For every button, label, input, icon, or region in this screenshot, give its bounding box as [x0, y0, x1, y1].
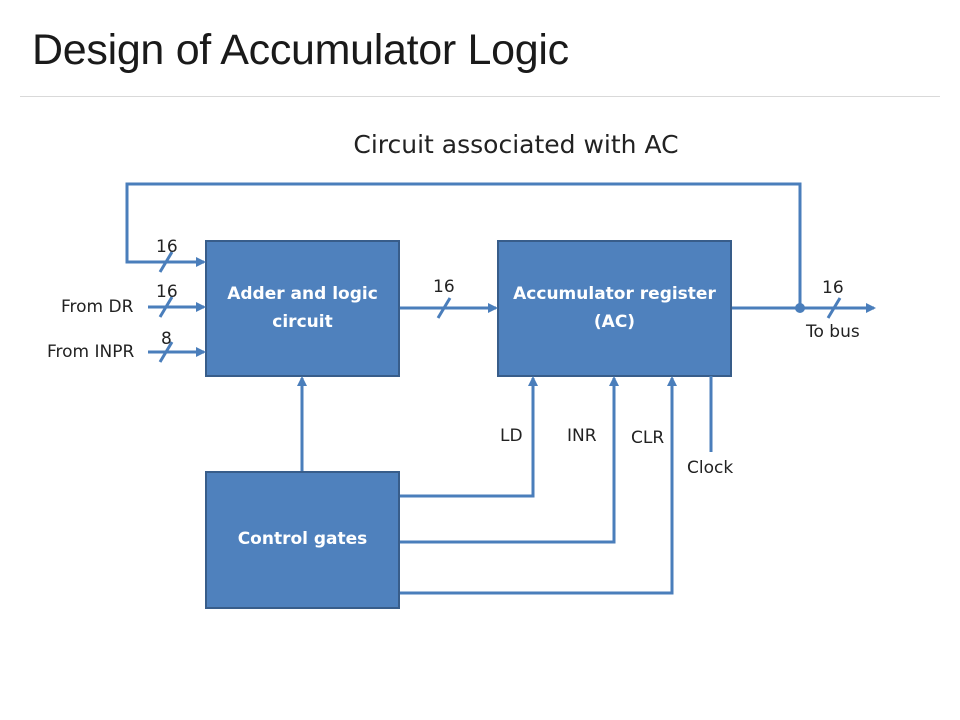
slide-title: Design of Accumulator Logic	[32, 26, 569, 74]
dr-width-label: 16	[156, 282, 178, 302]
adder-logic-block	[205, 240, 400, 377]
clock-label: Clock	[687, 458, 734, 478]
adder-ac-width-slash	[436, 297, 452, 319]
from-dr-label: From DR	[61, 297, 134, 317]
ac-bus-width-label: 16	[822, 278, 844, 298]
adder-ac-width-label: 16	[433, 277, 455, 297]
inr-label: INR	[567, 426, 597, 446]
dr-width-slash	[158, 296, 174, 318]
diagram-subtitle: Circuit associated with AC	[353, 130, 679, 159]
ac-bus-width-slash	[826, 297, 842, 319]
feedback-width-label: 16	[156, 237, 178, 257]
ld-label: LD	[500, 426, 523, 446]
clr-signal-wire	[400, 376, 677, 595]
feedback-junction-dot	[795, 303, 805, 313]
inpr-width-slash	[158, 341, 174, 363]
inpr-width-label: 8	[161, 329, 172, 349]
ld-signal-wire	[400, 376, 538, 498]
control-gates-block	[205, 471, 400, 609]
to-bus-label: To bus	[806, 322, 860, 342]
feedback-wire	[125, 182, 802, 308]
feedback-width-slash	[158, 251, 174, 273]
accumulator-register-block	[497, 240, 732, 377]
clr-label: CLR	[631, 428, 665, 448]
inr-signal-wire	[400, 376, 619, 544]
title-divider	[20, 96, 940, 97]
from-inpr-label: From INPR	[47, 342, 135, 362]
